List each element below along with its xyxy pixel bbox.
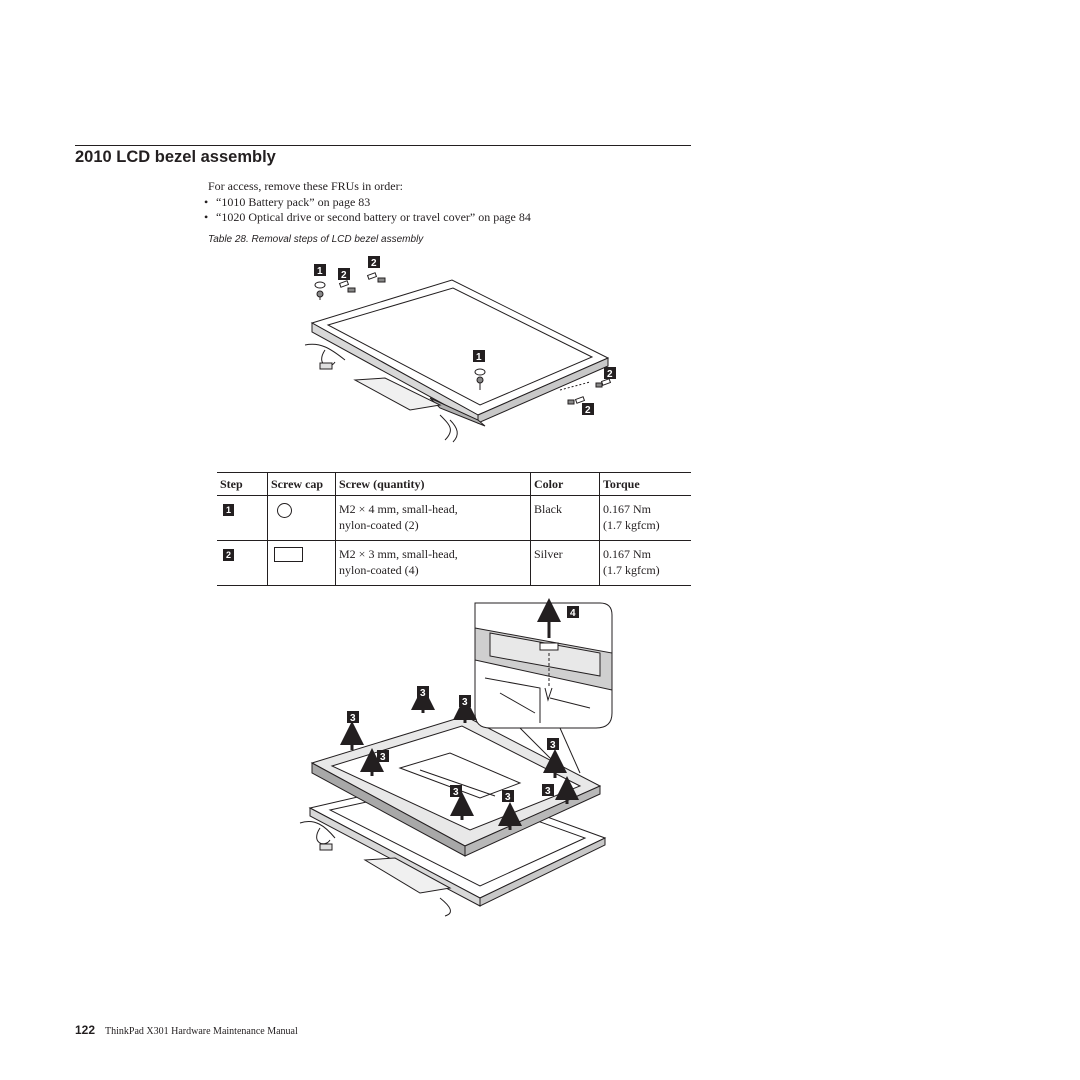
color-cell: Black <box>530 495 600 541</box>
torque-nm: 0.167 Nm <box>603 547 651 561</box>
bullet-icon: • <box>204 195 209 209</box>
round-cap-icon <box>277 503 292 518</box>
table-header-row: Step Screw cap Screw (quantity) Color To… <box>217 472 691 496</box>
screw-spec: M2 × 4 mm, small-head, <box>339 502 458 516</box>
table-row: 1 M2 × 4 mm, small-head, nylon-coated (2)… <box>217 495 691 541</box>
callout-3: 3 <box>420 688 426 699</box>
table-caption: Table 28. Removal steps of LCD bezel ass… <box>208 234 424 245</box>
column-header-color: Color <box>530 472 600 496</box>
section-title: 2010 LCD bezel assembly <box>75 148 276 166</box>
column-header-screw-cap: Screw cap <box>267 472 336 496</box>
callout-2: 2 <box>607 369 613 380</box>
fru-link-optical-drive[interactable]: “1020 Optical drive or second battery or… <box>216 210 531 224</box>
callout-2: 2 <box>371 258 377 269</box>
callout-3: 3 <box>505 792 511 803</box>
page-footer: 122 ThinkPad X301 Hardware Maintenance Ma… <box>75 1021 298 1039</box>
intro-text: For access, remove these FRUs in order: <box>208 179 403 193</box>
column-header-screw-quantity: Screw (quantity) <box>335 472 531 496</box>
screw-cell: M2 × 4 mm, small-head, nylon-coated (2) <box>335 495 531 541</box>
callout-2: 2 <box>341 270 347 281</box>
callout-1: 1 <box>476 352 482 363</box>
section-rule <box>75 145 691 146</box>
fru-list-item: • “1020 Optical drive or second battery o… <box>204 210 531 225</box>
bezel-removal-figure: 4 3 3 3 3 3 3 3 3 <box>299 598 613 917</box>
color-cell: Silver <box>530 540 600 586</box>
column-header-step: Step <box>217 472 268 496</box>
torque-nm: 0.167 Nm <box>603 502 651 516</box>
page-number: 122 <box>75 1023 96 1037</box>
callout-group: 1 2 2 1 2 2 <box>314 256 616 416</box>
torque-cell: 0.167 Nm (1.7 kgfcm) <box>599 540 691 586</box>
callout-3: 3 <box>550 740 556 751</box>
step-badge: 2 <box>223 549 234 561</box>
callout-4: 4 <box>570 608 576 619</box>
torque-kgfcm: (1.7 kgfcm) <box>603 563 660 577</box>
screw-spec: M2 × 3 mm, small-head, <box>339 547 458 561</box>
table-row: 2 M2 × 3 mm, small-head, nylon-coated (4)… <box>217 540 691 586</box>
callout-3: 3 <box>462 697 468 708</box>
callout-3: 3 <box>453 787 459 798</box>
lcd-screw-removal-figure: 1 2 2 1 2 2 <box>304 256 616 443</box>
callout-group: 4 3 3 3 3 3 3 3 3 <box>347 606 579 803</box>
fru-link-battery[interactable]: “1010 Battery pack” on page 83 <box>216 195 371 209</box>
screw-cell: M2 × 3 mm, small-head, nylon-coated (4) <box>335 540 531 586</box>
callout-3: 3 <box>380 752 386 763</box>
bullet-icon: • <box>204 210 209 224</box>
step-badge: 1 <box>223 504 234 516</box>
step-cell: 2 <box>217 540 268 586</box>
callout-1: 1 <box>317 266 323 277</box>
screw-quantity: nylon-coated (2) <box>339 518 419 532</box>
callout-3: 3 <box>545 786 551 797</box>
torque-kgfcm: (1.7 kgfcm) <box>603 518 660 532</box>
rectangular-cap-icon <box>274 547 303 562</box>
callout-3: 3 <box>350 713 356 724</box>
manual-title: ThinkPad X301 Hardware Maintenance Manua… <box>105 1026 298 1037</box>
torque-cell: 0.167 Nm (1.7 kgfcm) <box>599 495 691 541</box>
column-header-torque: Torque <box>599 472 691 496</box>
callout-2: 2 <box>585 405 591 416</box>
screw-cap-cell <box>267 495 336 541</box>
screw-spec-table: Step Screw cap Screw (quantity) Color To… <box>217 472 691 586</box>
step-cell: 1 <box>217 495 268 541</box>
fru-list-item: • “1010 Battery pack” on page 83 <box>204 195 370 210</box>
screw-cap-cell <box>267 540 336 586</box>
screw-quantity: nylon-coated (4) <box>339 563 419 577</box>
